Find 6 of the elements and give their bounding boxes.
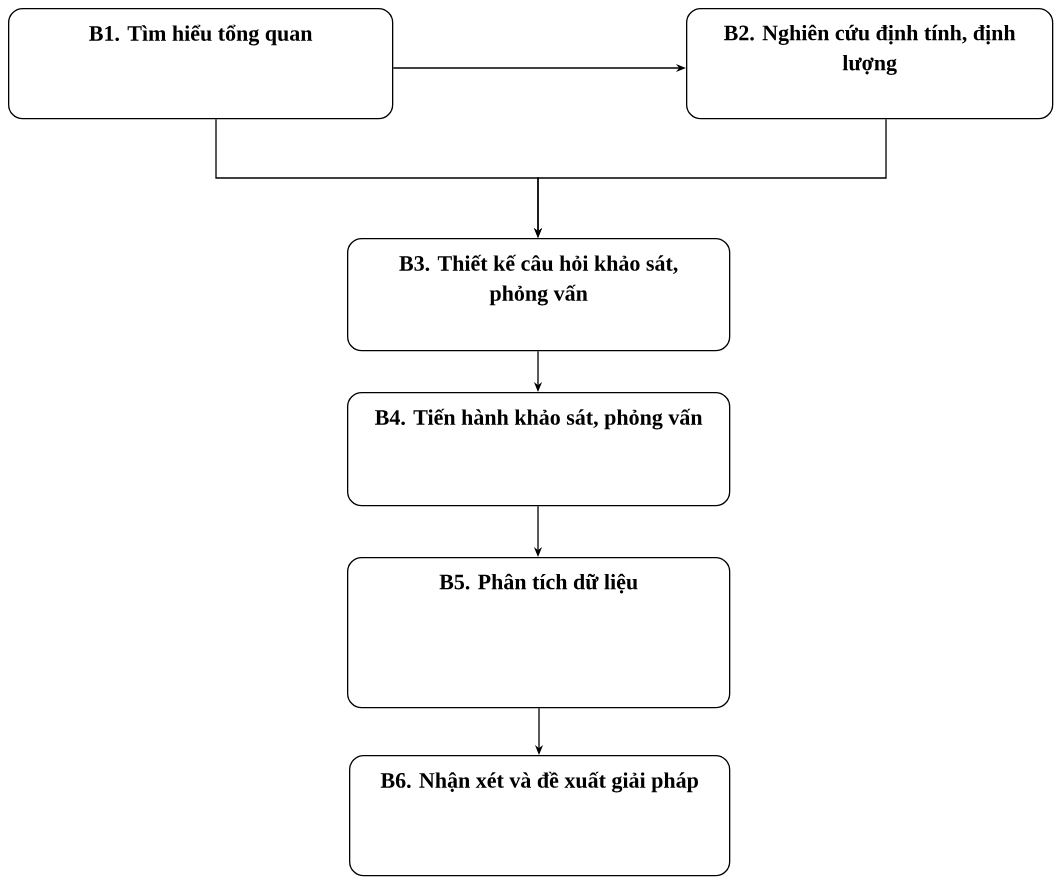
process-box: B6. Nhận xét và đề xuất giải pháp [349, 755, 731, 877]
process-box: B3. Thiết kế câu hỏi khảo sát, phỏng vấn [347, 238, 731, 352]
process-box: B1. Tìm hiểu tổng quan [8, 8, 394, 120]
process-box: B2. Nghiên cứu định tính, định lượng [686, 8, 1054, 120]
process-box: B5. Phân tích dữ liệu [347, 557, 731, 709]
process-box: B4. Tiến hành khảo sát, phỏng vấn [347, 392, 731, 507]
